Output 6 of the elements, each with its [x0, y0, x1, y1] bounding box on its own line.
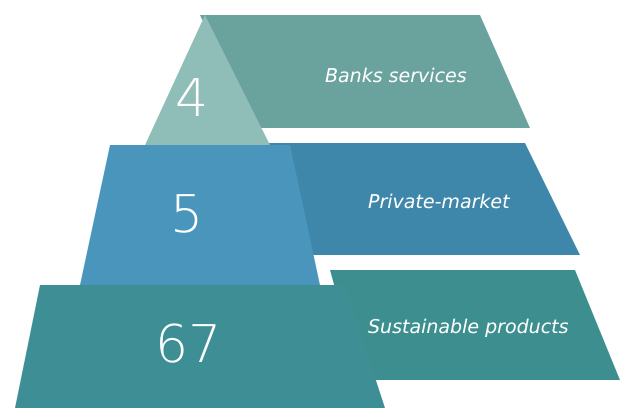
tier-number: 67 — [155, 315, 222, 375]
tier-number: 5 — [170, 185, 204, 245]
tier-number: 4 — [175, 69, 208, 129]
tier-label: Private-market — [368, 191, 510, 213]
tier-label: Sustainable products — [368, 316, 569, 338]
tier-label: Banks services — [325, 65, 467, 87]
